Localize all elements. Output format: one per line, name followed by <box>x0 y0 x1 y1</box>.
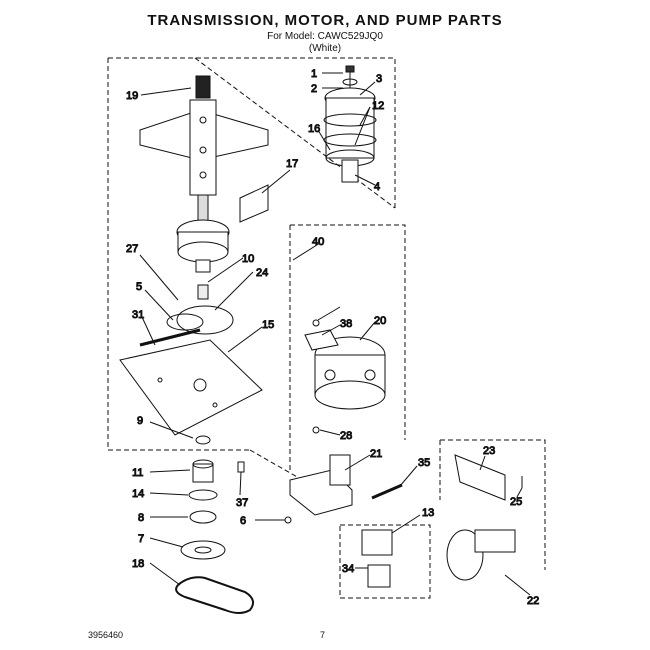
callout-2: 2 <box>311 83 317 95</box>
part-23-shield <box>454 454 506 501</box>
part-38-plate <box>304 329 339 351</box>
callout-8: 8 <box>138 512 144 524</box>
part-10-spring <box>197 284 209 300</box>
callout-1: 1 <box>311 68 317 80</box>
callout-20: 20 <box>374 315 386 327</box>
part-22-pump <box>446 529 484 581</box>
page-title: TRANSMISSION, MOTOR, AND PUMP PARTS <box>147 12 503 29</box>
callout-9: 9 <box>137 415 143 427</box>
callout-34: 34 <box>342 563 354 575</box>
part-35-bolt <box>371 483 403 500</box>
part-5-clamp <box>166 313 204 331</box>
leader-lines <box>139 72 531 596</box>
callout-11: 11 <box>132 467 143 479</box>
callout-6: 6 <box>240 515 246 527</box>
switch-group-outline <box>339 524 431 599</box>
callout-31: 31 <box>132 309 144 321</box>
callout-25-pump: 25 <box>510 496 522 508</box>
callout-35: 35 <box>418 457 430 469</box>
callout-27: 27 <box>126 243 138 255</box>
callout-7: 7 <box>138 533 144 545</box>
callout-5: 5 <box>136 281 142 293</box>
callout-3: 3 <box>376 73 382 85</box>
callout-13: 13 <box>422 507 434 519</box>
callout-23: 23 <box>483 445 495 457</box>
callout-24: 24 <box>256 267 268 279</box>
callout-10: 10 <box>242 253 254 265</box>
transmission-assembly <box>139 75 269 273</box>
callout-16: 16 <box>308 123 320 135</box>
part-28-washer <box>312 426 320 434</box>
callout-22: 22 <box>527 595 539 607</box>
part-34-switch <box>367 564 391 588</box>
page-number: 7 <box>320 630 326 640</box>
part-37-clip <box>237 461 245 473</box>
pump-group-outline <box>440 439 546 570</box>
part-26-screw <box>312 319 320 327</box>
part-15-base-plate <box>119 339 263 436</box>
callout-14: 14 <box>132 488 144 500</box>
part-20-motor <box>314 336 386 410</box>
callout-19: 19 <box>126 90 138 102</box>
callout-38: 38 <box>340 318 352 330</box>
motor-group-outline <box>290 224 406 440</box>
callout-18: 18 <box>132 558 144 570</box>
callout-37: 37 <box>236 497 248 509</box>
part-31-rod <box>139 328 201 347</box>
pulley-stack <box>180 435 226 560</box>
part-17-bracket <box>239 184 269 223</box>
part-13-switch-cover <box>361 529 393 556</box>
diagram-code: 3956460 <box>88 630 124 640</box>
part-18-belt <box>175 576 255 614</box>
callout-28: 28 <box>340 430 352 442</box>
callout-17: 17 <box>286 158 298 170</box>
callout-4: 4 <box>374 181 380 193</box>
agitator-drive-block <box>323 65 377 183</box>
callout-21: 21 <box>370 448 382 460</box>
callout-40: 40 <box>312 236 324 248</box>
part-24-belt-ring <box>176 305 234 335</box>
part-6-screw <box>284 516 292 524</box>
color-line: (White) <box>308 43 342 54</box>
model-line: For Model: CAWC529JQ0 <box>267 31 383 42</box>
transmission-group-diagonal <box>194 57 396 209</box>
callout-15: 15 <box>262 319 274 331</box>
callout-12: 12 <box>372 100 384 112</box>
transmission-group-outline <box>108 57 396 208</box>
